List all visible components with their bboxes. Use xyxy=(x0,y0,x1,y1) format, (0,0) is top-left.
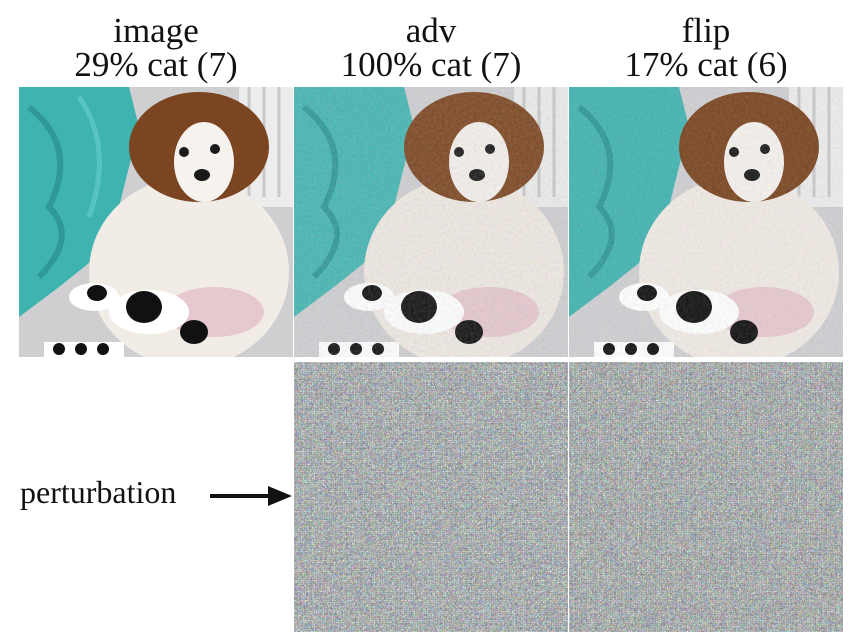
dog-photo xyxy=(294,87,568,357)
column-result: 29% cat (7) xyxy=(74,45,238,84)
arrow-right-icon xyxy=(210,486,292,506)
noise-texture xyxy=(569,362,843,632)
perturbation-label: perturbation xyxy=(20,474,177,510)
dog-photo xyxy=(569,87,843,357)
dog-photo xyxy=(19,87,293,357)
photo-original xyxy=(19,87,293,357)
column-result: 17% cat (6) xyxy=(624,45,788,84)
column-header-adv: adv 100% cat (7) xyxy=(293,11,569,84)
column-title: image xyxy=(113,11,199,50)
column-header-flip: flip 17% cat (6) xyxy=(568,11,844,84)
column-result: 100% cat (7) xyxy=(340,45,522,84)
column-title: adv xyxy=(405,11,457,50)
perturbation-adv xyxy=(294,362,568,632)
photo-adversarial xyxy=(294,87,568,357)
photo-flip xyxy=(569,87,843,357)
noise-texture xyxy=(294,362,568,632)
column-title: flip xyxy=(681,11,731,50)
column-header-image: image 29% cat (7) xyxy=(18,11,294,84)
perturbation-flip xyxy=(569,362,843,632)
